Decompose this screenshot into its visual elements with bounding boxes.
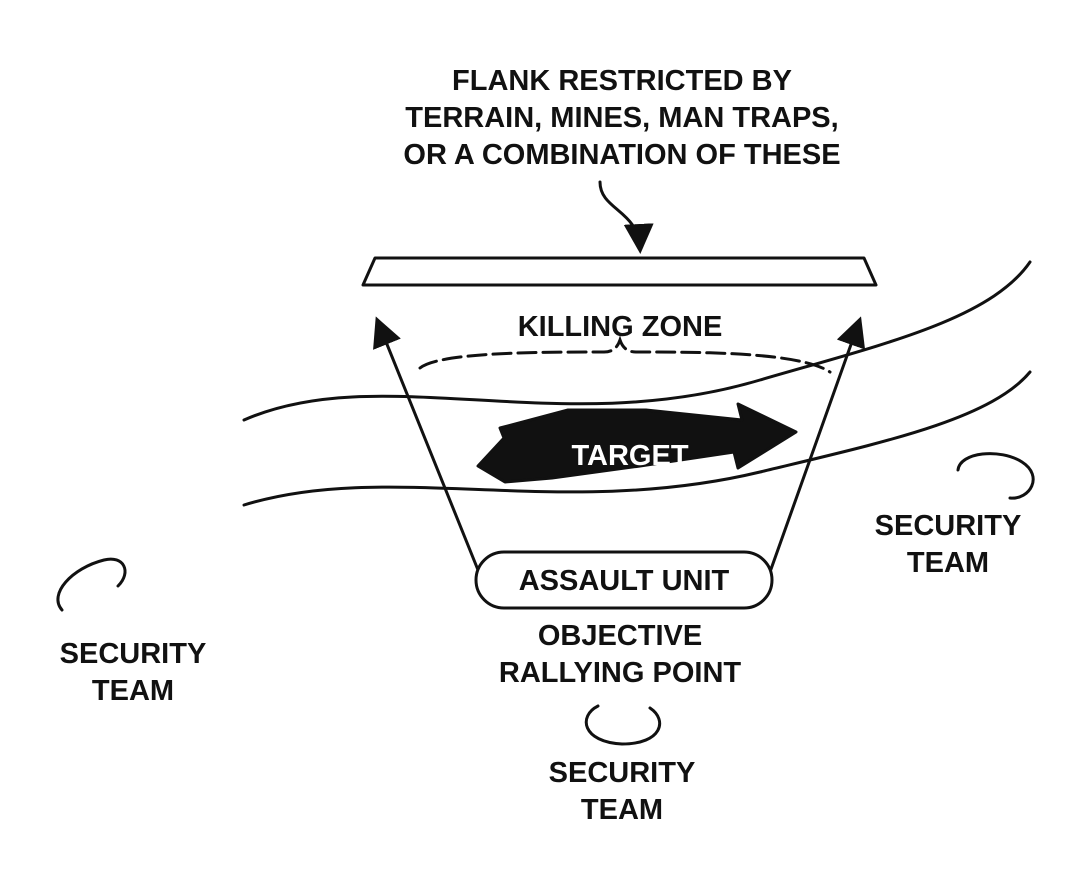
security-team-left-line-1: SECURITY: [60, 638, 207, 670]
title-pointer-arrow: [598, 180, 654, 254]
trail-lower-line: [242, 370, 1032, 507]
target-arrow: [476, 402, 798, 484]
assault-unit-label: ASSAULT UNIT: [519, 565, 730, 597]
target-label: TARGET: [571, 440, 688, 472]
title-line-1: FLANK RESTRICTED BY: [452, 65, 792, 97]
security-team-bottom-symbol: [584, 704, 661, 746]
security-team-right-line-1: SECURITY: [875, 510, 1022, 542]
flank-barrier: [361, 256, 878, 287]
assault-fire-line-left: [373, 316, 480, 572]
orp-label-line-1: OBJECTIVE: [538, 620, 702, 652]
title-line-2: TERRAIN, MINES, MAN TRAPS,: [405, 102, 838, 134]
assault-unit-position: [474, 550, 774, 610]
security-team-right-symbol: [956, 452, 1035, 500]
orp-label-line-2: RALLYING POINT: [499, 657, 742, 689]
title-line-3: OR A COMBINATION OF THESE: [403, 139, 840, 171]
security-team-left-line-2: TEAM: [92, 675, 174, 707]
trail-upper-line: [242, 260, 1032, 422]
security-team-right-line-2: TEAM: [907, 547, 989, 579]
security-team-bottom-line-1: SECURITY: [549, 757, 696, 789]
assault-fire-line-right: [768, 316, 866, 574]
security-team-bottom-line-2: TEAM: [581, 794, 663, 826]
security-team-left-symbol: [56, 557, 127, 612]
killing-zone-brace: [418, 335, 832, 374]
